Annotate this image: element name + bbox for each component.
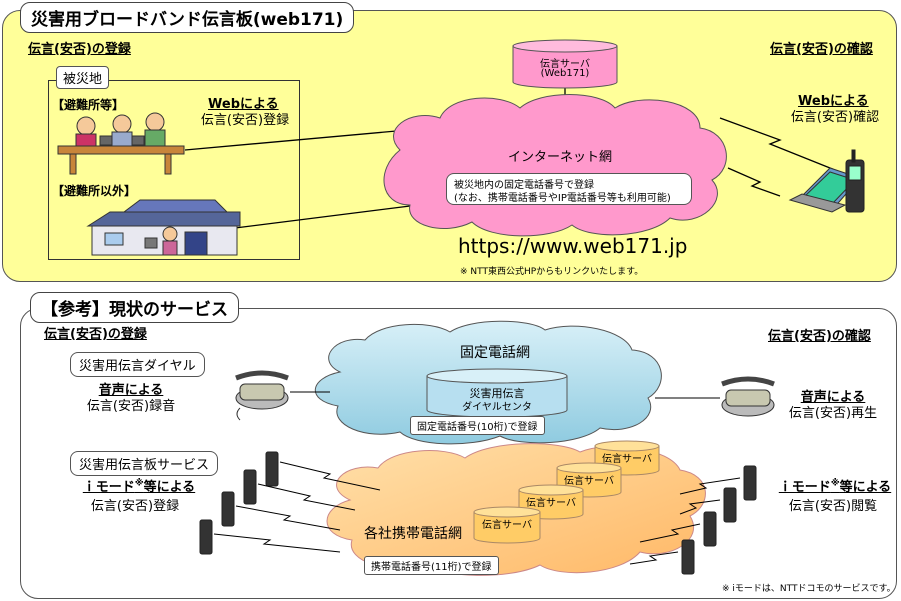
imode-confirm-mark: ※ <box>830 478 840 489</box>
web-confirm-title: Webによる <box>798 94 869 109</box>
voice-register-text: 伝言(安否)録音 <box>86 399 176 414</box>
top-confirm-heading: 伝言(安否)の確認 <box>770 42 873 57</box>
voice-confirm-title: 音声による <box>800 390 866 405</box>
mobile-number-label: 携帯電話番号(11桁)で登録 <box>364 556 499 575</box>
imode-confirm-title: ｉモード <box>778 480 831 495</box>
imode-confirm-suffix: 等による <box>839 480 892 495</box>
link-note: ※ NTT東西公式HPからもリンクいたします。 <box>460 267 644 277</box>
imode-confirm-title-row: ｉモード※等による <box>770 476 900 495</box>
bottom-confirm-heading: 伝言(安否)の確認 <box>768 329 871 344</box>
mobile-network-label: 各社携帯電話網 <box>364 526 462 542</box>
mobile-server-label-3: 伝言サーバ <box>526 498 576 509</box>
imode-register-text: 伝言(安否)登録 <box>90 499 180 514</box>
imode-register-title: ｉモード <box>82 480 135 495</box>
disaster-area-label: 被災地 <box>56 66 110 89</box>
dial-service-label: 災害用伝言ダイヤル <box>70 352 205 377</box>
web-register-title: Webによる <box>208 97 279 112</box>
registration-note-line2: (なお、携帯電話番号やIP電話番号等も利用可能) <box>454 193 671 204</box>
shelter-label: 【避難所等】 <box>52 98 125 112</box>
voice-confirm-text: 伝言(安否)再生 <box>788 406 878 421</box>
web-register-text: 伝言(安否)登録 <box>200 113 290 128</box>
imode-confirm-text: 伝言(安否)閲覧 <box>788 499 878 514</box>
imode-note: ※ iモードは、NTTドコモのサービスです。 <box>722 584 896 594</box>
imode-register-mark: ※ <box>134 478 144 489</box>
imode-register-suffix: 等による <box>143 480 196 495</box>
registration-note-box <box>446 173 692 205</box>
web171-title: 災害用ブロードバンド伝言板(web171) <box>20 2 355 33</box>
web-server-label-1: 伝言サーバ <box>540 59 590 70</box>
fixed-network-label: 固定電話網 <box>460 345 530 361</box>
registration-note-line1: 被災地内の固定電話番号で登録 <box>454 180 594 191</box>
internet-label: インターネット網 <box>507 150 612 165</box>
web171-url[interactable]: https://www.web171.jp <box>458 234 688 258</box>
mobile-server-label-4: 伝言サーバ <box>482 520 532 531</box>
mobile-server-label-1: 伝言サーバ <box>602 454 652 465</box>
dial-center-label-2: ダイヤルセンタ <box>462 402 532 413</box>
dial-center-label-1: 災害用伝言 <box>469 387 525 400</box>
web-server-label-2: (Web171) <box>540 68 590 79</box>
fixed-number-label: 固定電話番号(10桁)で登録 <box>410 416 545 435</box>
board-service-label: 災害用伝言板サービス <box>70 451 219 476</box>
reference-title: 【参考】現状のサービス <box>30 292 239 323</box>
mobile-server-label-2: 伝言サーバ <box>564 476 614 487</box>
web-confirm-text: 伝言(安否)確認 <box>790 110 880 125</box>
imode-register-title-row: ｉモード※等による <box>74 476 204 495</box>
top-register-heading: 伝言(安否)の登録 <box>28 42 131 57</box>
voice-register-title: 音声による <box>98 383 164 398</box>
bottom-register-heading: 伝言(安否)の登録 <box>44 327 147 342</box>
outside-shelter-label: 【避難所以外】 <box>52 184 137 198</box>
